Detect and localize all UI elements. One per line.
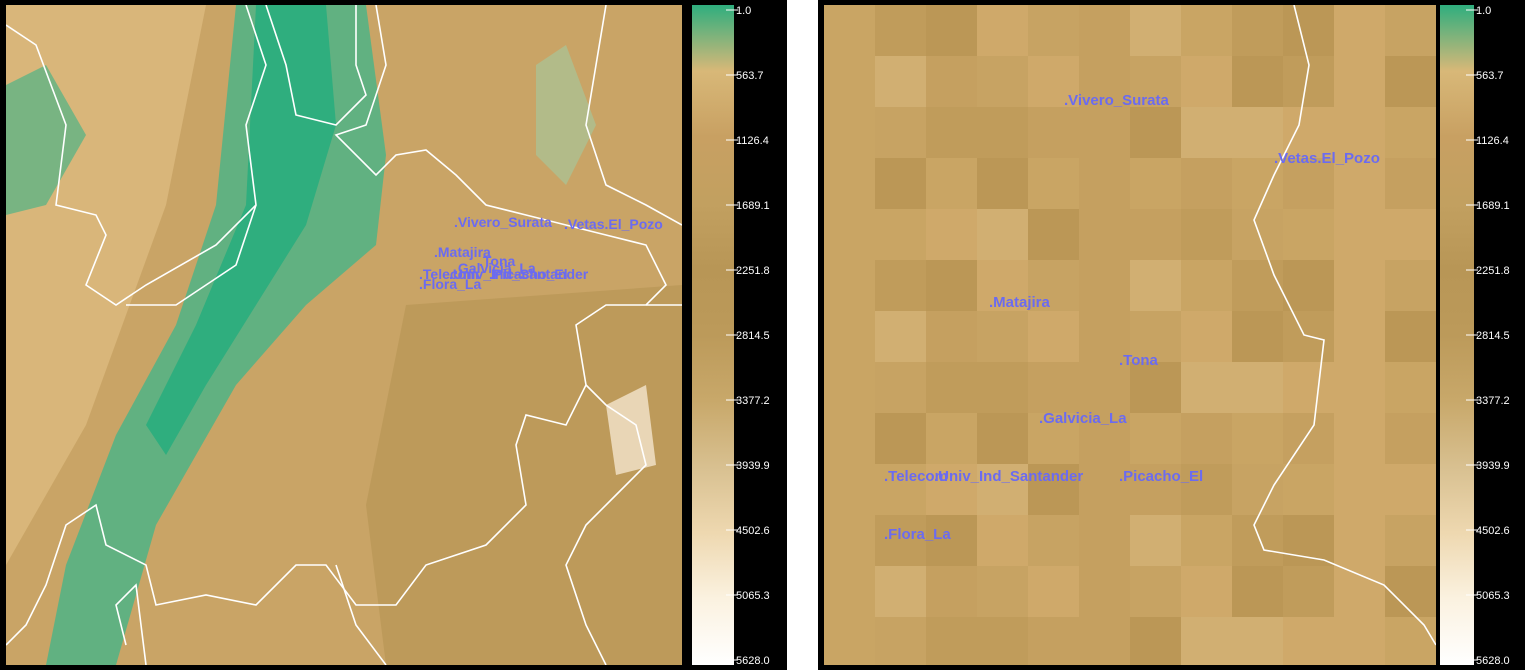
- station-label-zoom[interactable]: .Picacho_El: [1119, 468, 1203, 485]
- station-label[interactable]: .Univ_Ind_Santander: [449, 266, 589, 282]
- left-elevation-legend: 1.0 563.7 1126.4 1689.1 2251.8 2814.5 3377.2 39…: [692, 5, 787, 670]
- legend-tick-label: 563.7: [736, 70, 764, 82]
- legend-tick-label: 4502.6: [736, 525, 770, 537]
- station-label-zoom[interactable]: .Galvicia_La: [1039, 410, 1127, 427]
- station-label-zoom[interactable]: .Telecom: [884, 468, 948, 485]
- legend-tick-label: 5628.0: [1476, 655, 1510, 665]
- legend-tick-label: 3939.9: [736, 460, 770, 472]
- left-elevation-map[interactable]: .Vivero_Surata .Vetas.El_Pozo .Matajira.To…: [6, 5, 682, 665]
- right-legend-svg: 1.0 563.7 1126.4 1689.1 2251.8 2814.5 3377.2 39…: [1440, 5, 1510, 667]
- legend-tick-label: 5065.3: [736, 590, 770, 602]
- legend-tick-label: 1126.4: [736, 135, 769, 147]
- legend-tick-label: 563.7: [1476, 70, 1504, 82]
- admin-boundary-zoom: [1253, 5, 1436, 646]
- legend-tick-label: 2251.8: [736, 265, 770, 277]
- right-elevation-legend: 1.0 563.7 1126.4 1689.1 2251.8 2814.5 3377.2 39…: [1440, 5, 1525, 670]
- legend-tick-label: 5065.3: [1476, 590, 1510, 602]
- right-station-markers: .Vivero_Surata .Vetas.El_Pozo .Matajira .To…: [884, 92, 1380, 543]
- legend-tick-label: 5628.0: [736, 655, 770, 665]
- station-label[interactable]: .Vetas.El_Pozo: [564, 216, 663, 232]
- legend-tick-label: 3377.2: [736, 395, 770, 407]
- terrain-highland-east: [366, 285, 682, 665]
- legend-tick-label: 1.0: [1476, 5, 1491, 17]
- legend-tick-label: 1.0: [736, 5, 751, 17]
- station-label[interactable]: .Matajira: [434, 244, 491, 260]
- station-label-zoom[interactable]: .Vetas.El_Pozo: [1274, 150, 1380, 167]
- station-label-zoom[interactable]: .Flora_La: [884, 526, 951, 543]
- left-legend-svg: 1.0 563.7 1126.4 1689.1 2251.8 2814.5 3377.2 39…: [692, 5, 770, 667]
- legend-tick-label: 2814.5: [736, 330, 770, 342]
- legend-tick-label: 1126.4: [1476, 135, 1509, 147]
- station-label-zoom[interactable]: .Tona: [1119, 352, 1159, 369]
- legend-tick-label: 4502.6: [1476, 525, 1510, 537]
- legend-tick-label: 2251.8: [1476, 265, 1510, 277]
- station-label-zoom[interactable]: .Matajira: [989, 294, 1051, 311]
- station-label[interactable]: .Galvicia_La: [454, 260, 536, 276]
- station-label[interactable]: .Flora_La: [419, 276, 481, 292]
- right-elevation-map-zoom[interactable]: .Vivero_Surata .Vetas.El_Pozo .Matajira .To…: [824, 5, 1436, 665]
- station-label-zoom[interactable]: .Vivero_Surata: [1064, 92, 1169, 109]
- terrain-pixel-grid: [824, 5, 1436, 665]
- station-label[interactable]: .Telecom: [419, 266, 479, 282]
- right-map-panel: .Vivero_Surata .Vetas.El_Pozo .Matajira .To…: [818, 0, 1525, 670]
- legend-tick-label: 3377.2: [1476, 395, 1510, 407]
- terrain-valley-deep: [146, 5, 336, 455]
- left-station-markers: .Vivero_Surata .Vetas.El_Pozo .Matajira.To…: [419, 214, 663, 292]
- station-label[interactable]: .Tona: [479, 253, 516, 269]
- terrain-green-west: [6, 65, 86, 215]
- station-label[interactable]: .Vivero_Surata: [454, 214, 552, 230]
- station-label[interactable]: .Picacho_El: [489, 266, 568, 282]
- terrain-green-east: [536, 45, 596, 185]
- left-map-panel: .Vivero_Surata .Vetas.El_Pozo .Matajira.To…: [0, 0, 787, 670]
- legend-tick-label: 2814.5: [1476, 330, 1510, 342]
- legend-tick-label: 1689.1: [736, 200, 770, 212]
- legend-tick-label: 3939.9: [1476, 460, 1510, 472]
- admin-boundaries: [6, 5, 682, 665]
- station-label-zoom[interactable]: .Univ_Ind_Santander: [934, 468, 1083, 485]
- legend-tick-label: 1689.1: [1476, 200, 1510, 212]
